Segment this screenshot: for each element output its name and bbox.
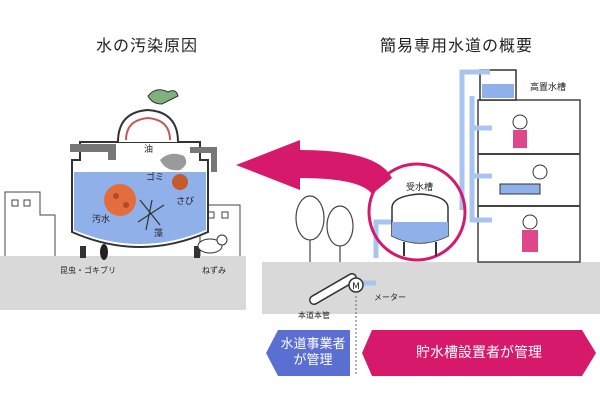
label-elevated-tank: 高置水槽 — [530, 81, 566, 93]
right-title: 簡易専用水道の概要 — [380, 36, 534, 55]
bird-icon — [147, 89, 179, 105]
label-rat: ねずみ — [202, 265, 226, 275]
rust-spot — [172, 174, 188, 190]
receiving-tank-highlight — [367, 162, 467, 262]
owner-banner: 貯水槽設置者が管理 — [362, 330, 596, 376]
label-water-main: 本道本管 — [298, 310, 330, 320]
garbage-clump — [104, 184, 136, 216]
label-garbage: ゴミ — [146, 171, 164, 183]
flow-arrow — [236, 140, 392, 194]
left-ground — [0, 256, 246, 310]
owner-banner-text: 貯水槽設置者が管理 — [416, 345, 542, 361]
label-algae: 藻 — [154, 227, 163, 239]
rat-icon — [197, 234, 228, 254]
meter-icon — [348, 277, 364, 293]
algae-strands — [137, 199, 165, 231]
label-receiving-tank: 受水槽 — [406, 181, 433, 193]
left-title: 水の汚染原因 — [96, 36, 199, 55]
polluted-tank — [70, 89, 228, 260]
cockroach-icon — [100, 244, 108, 260]
receiving-tank — [391, 193, 449, 256]
utility-banner-line2: が管理 — [293, 353, 333, 368]
utility-banner: 水道事業者 が管理 — [266, 330, 350, 376]
label-rust: さび — [176, 196, 194, 207]
supply-pipes — [373, 69, 492, 258]
utility-banner-line1: 水道事業者 — [280, 337, 346, 352]
right-ground — [262, 262, 600, 314]
trees — [295, 195, 354, 262]
meter-symbol: M — [352, 282, 360, 292]
apartment-building — [477, 69, 581, 263]
label-oil: 油 — [144, 143, 153, 155]
label-dirty-water: 汚水 — [92, 213, 110, 225]
label-meter: メーター — [374, 293, 406, 302]
label-insects: 昆虫・ゴキブリ — [60, 265, 116, 275]
